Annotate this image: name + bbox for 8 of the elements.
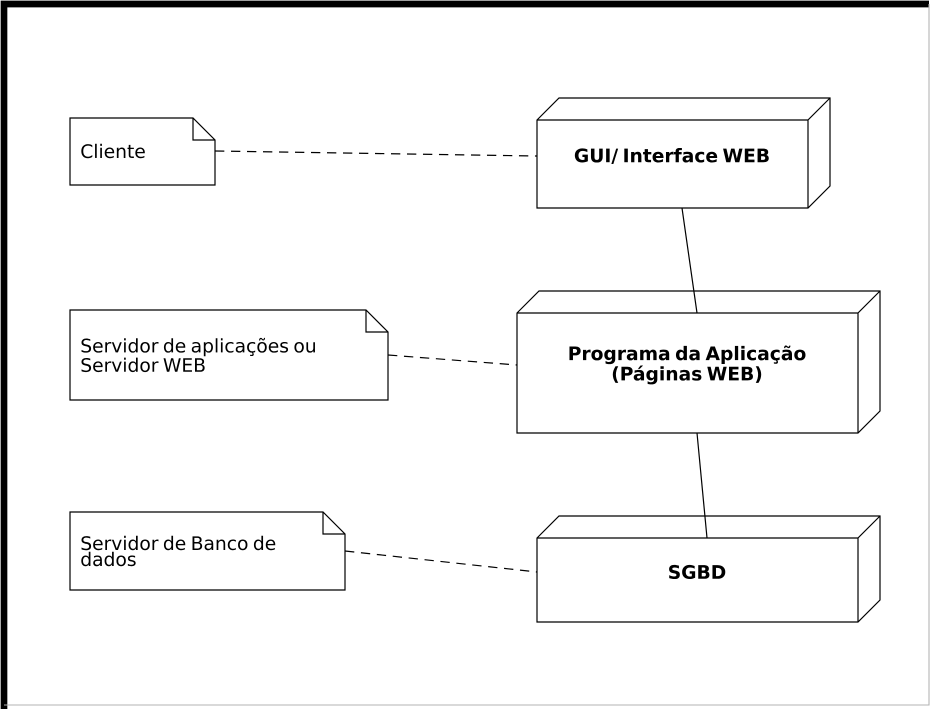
connector-line [388, 354, 518, 366]
node-box: Programa da Aplicação (Páginas WEB) [516, 290, 881, 434]
connector-line [696, 432, 708, 538]
connector-line [344, 550, 538, 573]
connector-line [681, 208, 698, 314]
node-box: SGBD [536, 515, 881, 623]
node-box: GUI/ Interface WEB [536, 97, 831, 209]
connector-line [215, 150, 537, 157]
